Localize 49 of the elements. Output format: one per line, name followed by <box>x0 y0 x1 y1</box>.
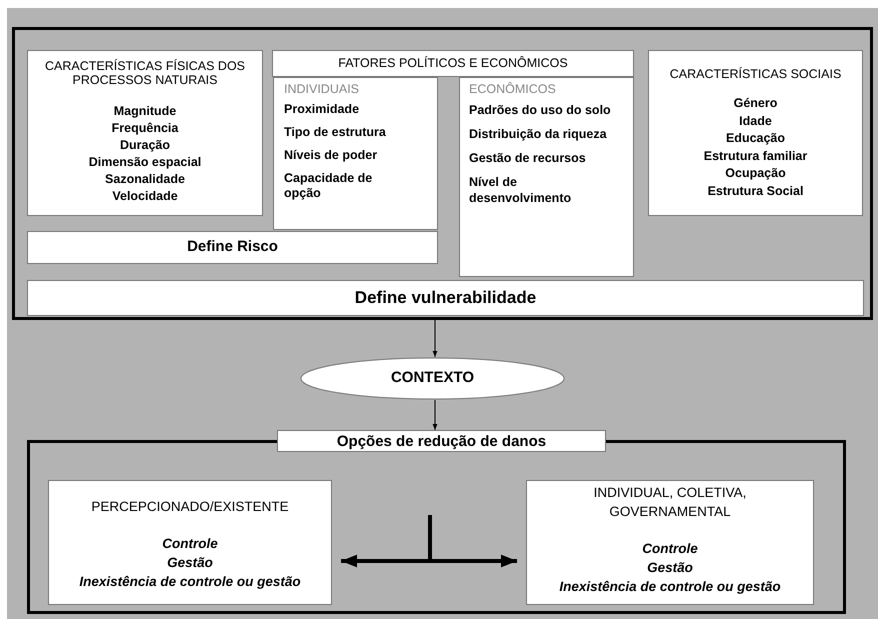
box-label: Opções de redução de danos <box>336 433 548 450</box>
list-item: Gestão de recursos <box>469 150 587 166</box>
box-label: Define Risco <box>186 238 279 255</box>
info-box <box>648 50 863 216</box>
result-bar <box>27 231 438 264</box>
list-item: Gestão <box>166 554 214 572</box>
list-item: Magnitude <box>112 103 178 120</box>
list-item: Tipo de estrutura <box>284 125 387 140</box>
option-box <box>48 480 332 605</box>
list-item: Velocidade <box>111 188 179 205</box>
list-item: Gestão <box>646 559 694 577</box>
list-item: Capacidade de opção <box>284 171 374 201</box>
list-item: Sazonalidade <box>104 171 186 188</box>
list-item: Proximidade <box>284 102 360 117</box>
frame-box <box>12 27 873 320</box>
box-heading: PERCEPCIONADO/EXISTENTE <box>90 499 290 514</box>
list-item: Dimensão espacial <box>88 154 202 171</box>
list-item: Controle <box>161 535 219 553</box>
box-label: CONTEXTO <box>390 369 476 386</box>
list-item: Inexistência de controle ou gestão <box>78 573 302 591</box>
header-box <box>277 430 606 452</box>
list-item: Género <box>732 95 778 112</box>
box-heading: ECONÔMICOS <box>469 82 557 96</box>
box-label: FATORES POLÍTICOS E ECONÔMICOS <box>337 56 569 70</box>
list-item: Padrões do uso do solo <box>469 102 611 118</box>
result-bar <box>27 280 864 316</box>
list-item: Inexistência de controle ou gestão <box>558 578 782 596</box>
list-item: Estrutura familiar <box>702 148 808 164</box>
list-item: Nível de desenvolvimento <box>469 174 572 206</box>
list-item: Duração <box>118 137 172 154</box>
list-item: Frequência <box>110 120 180 137</box>
list-item: Idade <box>738 112 773 130</box>
box-heading: INDIVIDUAL, COLETIVA, GOVERNAMENTAL <box>592 484 748 521</box>
list-item: Educação <box>724 130 786 147</box>
list-item: Ocupação <box>724 165 787 182</box>
header-box <box>272 50 634 77</box>
list-item: Níveis de poder <box>284 148 378 163</box>
info-box <box>27 50 263 216</box>
context-ellipse <box>300 357 565 400</box>
info-box <box>273 77 438 230</box>
list-item: Estrutura Social <box>706 182 804 200</box>
list-item: Distribuição da riqueza <box>469 126 608 142</box>
list-item: Controle <box>641 540 699 558</box>
box-label: Define vulnerabilidade <box>354 288 538 308</box>
box-heading: INDIVIDUAIS <box>284 82 360 96</box>
info-box <box>459 77 634 277</box>
box-heading: CARACTERÍSTICAS SOCIAIS <box>668 67 842 81</box>
box-heading: CARACTERÍSTICAS FÍSICAS DOS PROCESSOS NATURAIS <box>44 59 246 87</box>
option-box <box>526 480 814 605</box>
